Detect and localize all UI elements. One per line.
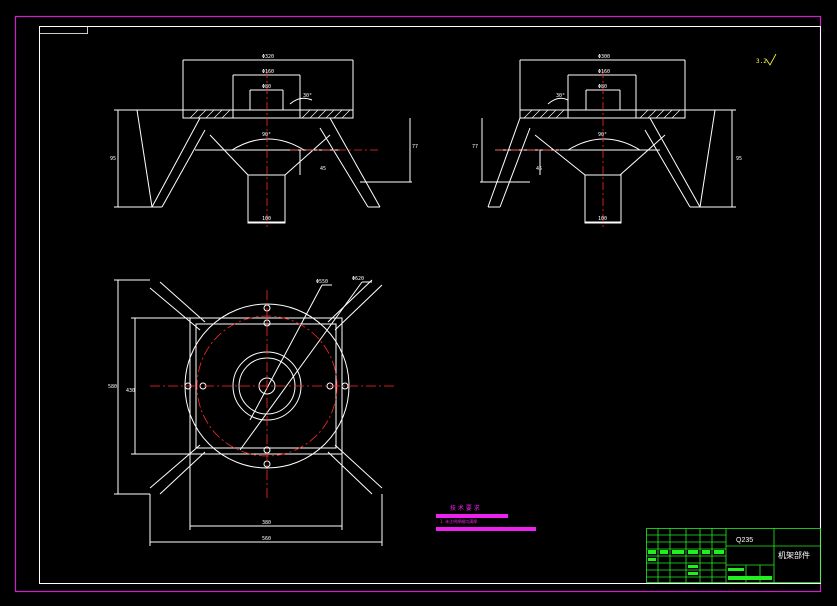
roughness-symbol: 3.2 xyxy=(756,53,777,66)
inner-drawing-frame xyxy=(39,26,821,584)
plan-outer-dia-text: Φ620 xyxy=(352,276,364,282)
side-right-leg-outer xyxy=(699,109,716,208)
side-flange-plate xyxy=(519,109,686,119)
side-right-height-text: 95 xyxy=(736,156,742,162)
side-bottom-width-text: 100 xyxy=(598,216,607,222)
outer-sheet-border xyxy=(14,15,822,593)
front-view xyxy=(114,59,412,224)
plan-view xyxy=(114,279,383,546)
material-text: Q235 xyxy=(736,537,753,544)
plan-height-inner-text: 430 xyxy=(126,388,135,394)
front-right-strut-a xyxy=(329,117,381,208)
title-block-frame xyxy=(646,528,821,583)
side-angle-text: 30° xyxy=(556,93,565,99)
side-small-dim-text: 45 xyxy=(536,166,542,172)
front-left-strut-a xyxy=(151,117,201,208)
plan-leg-bl xyxy=(149,444,201,489)
plan-leader-outer xyxy=(239,281,363,451)
roughness-check-icon xyxy=(765,53,777,66)
front-outlet-tube xyxy=(247,174,286,224)
roughness-value: 3.2 xyxy=(756,58,767,65)
notes-heading-bar xyxy=(436,514,508,518)
front-left-height-text: 95 xyxy=(110,156,116,162)
front-small-dim-text: 45 xyxy=(320,166,326,172)
notes-line-bar xyxy=(436,527,536,531)
side-outlet-tube xyxy=(584,174,622,224)
plan-leg-tr xyxy=(334,284,383,331)
part-name-text: 机架部件 xyxy=(778,550,810,560)
plan-pcd-text: Φ550 xyxy=(316,279,328,285)
front-right-strut-b xyxy=(319,127,369,208)
side-cone-angle-text: 90° xyxy=(598,132,607,138)
side-dim-inner-text: Φ80 xyxy=(598,84,607,90)
plan-leg-br xyxy=(334,444,383,489)
front-centerlines xyxy=(266,70,380,228)
side-centerlines xyxy=(495,70,604,228)
front-cone-arc xyxy=(231,138,305,151)
front-angle-text: 30° xyxy=(303,93,312,99)
side-view xyxy=(480,59,736,224)
front-cone-angle-text: 90° xyxy=(262,132,271,138)
plan-centerlines xyxy=(150,290,395,500)
front-cone-right xyxy=(284,134,331,176)
plan-leader-pcd xyxy=(249,284,323,421)
front-angle-arc xyxy=(289,97,313,105)
plan-height-outer-text: 580 xyxy=(108,384,117,390)
front-flange-hatch xyxy=(189,109,351,119)
side-dim-top-text: Φ300 xyxy=(598,54,610,60)
front-right-height-text: 77 xyxy=(412,144,418,150)
plan-width-inner-text: 380 xyxy=(262,520,271,526)
title-block xyxy=(646,528,821,583)
front-dim-mid-text: Φ160 xyxy=(262,69,274,75)
front-left-leg-outer xyxy=(136,109,153,208)
notes-line-1: 1. 未注明焊缝均满焊 xyxy=(440,518,477,524)
front-dim-inner-text: Φ80 xyxy=(262,84,271,90)
front-bottom-width-text: 100 xyxy=(262,216,271,222)
front-dim-top-text: Φ320 xyxy=(262,54,274,60)
side-left-height-text: 77 xyxy=(472,144,478,150)
technical-notes: 技 术 要 求 1. 未注明焊缝均满焊 xyxy=(436,504,536,531)
front-cone-left xyxy=(209,134,249,176)
plan-leg-tl xyxy=(149,287,201,331)
front-flange-plate xyxy=(182,109,354,119)
plan-width-outer-text: 560 xyxy=(262,536,271,542)
side-dim-mid-text: Φ160 xyxy=(598,69,610,75)
corner-label-box xyxy=(39,26,88,34)
side-flange-hatch xyxy=(523,109,681,119)
notes-heading: 技 术 要 求 xyxy=(450,504,480,512)
front-left-strut-b xyxy=(161,129,206,208)
